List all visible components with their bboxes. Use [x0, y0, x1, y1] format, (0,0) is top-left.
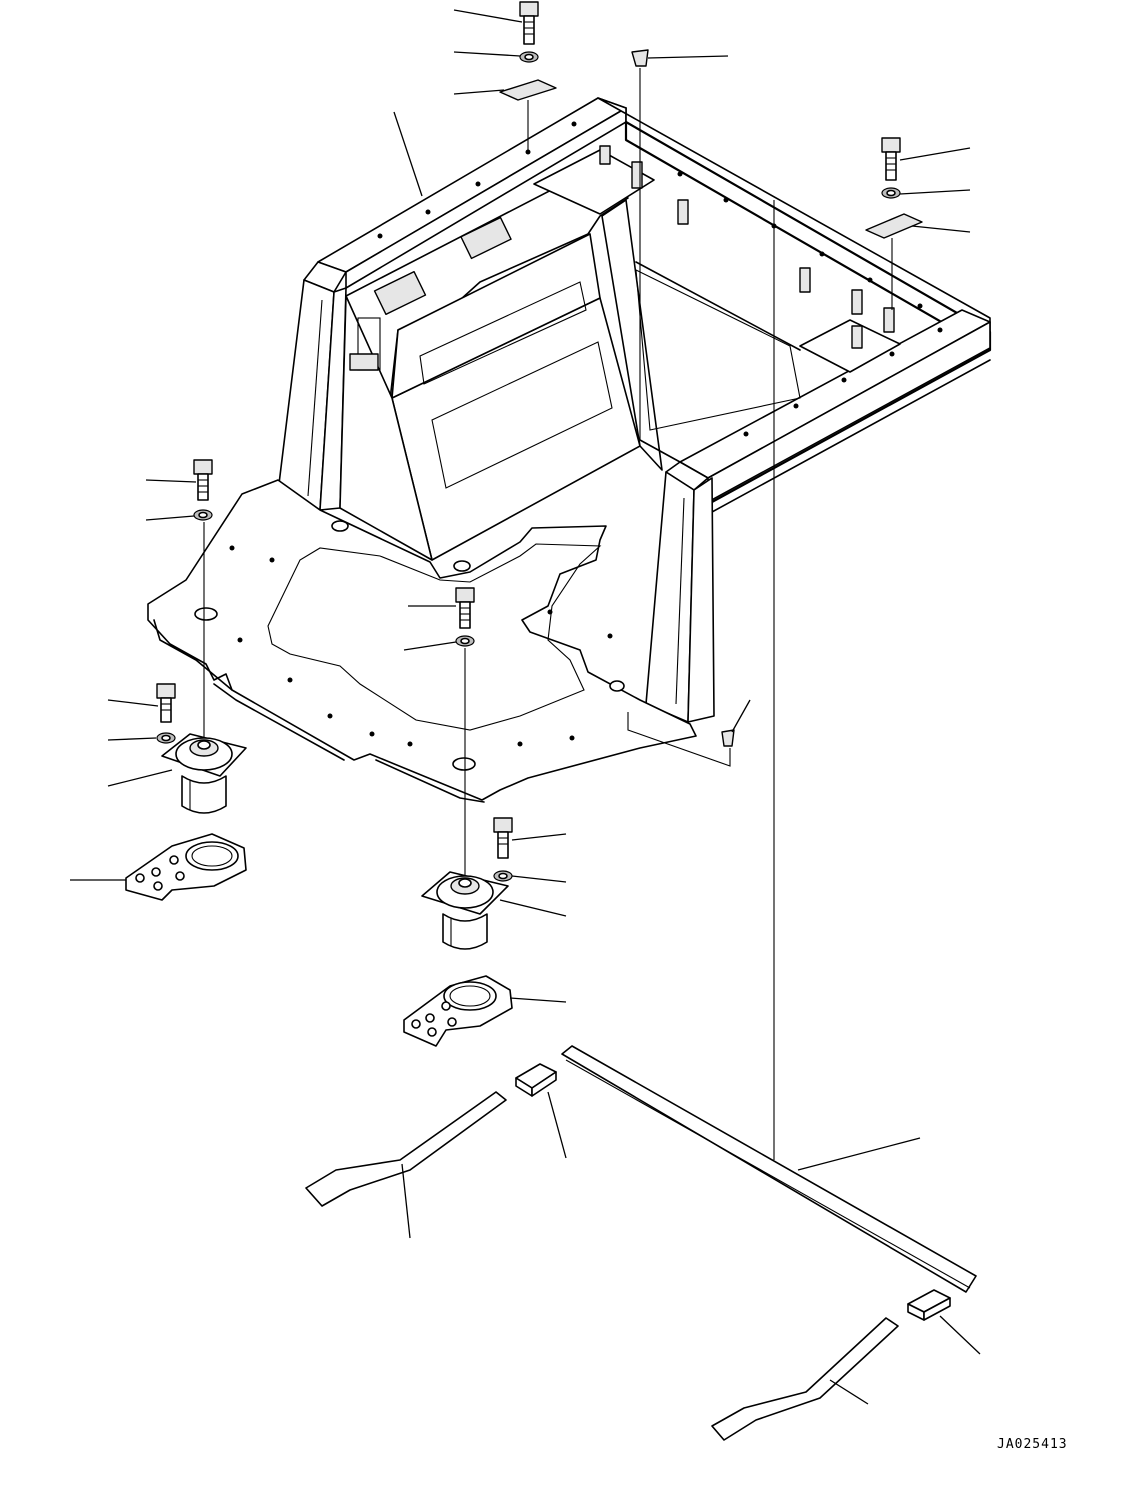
cab-frame-icon — [277, 97, 992, 723]
washer-icon — [493, 870, 513, 882]
mount-icon — [421, 871, 509, 950]
washer-icon — [156, 732, 176, 744]
bolt-icon — [493, 817, 513, 859]
washer-icon — [193, 509, 213, 521]
cushion-icon — [907, 1289, 951, 1321]
washer-icon — [455, 635, 475, 647]
plug-icon — [721, 729, 735, 747]
washer-icon — [519, 51, 539, 63]
bolt-icon — [156, 683, 176, 723]
cushion-icon — [561, 1045, 977, 1293]
bolt-icon — [193, 459, 213, 501]
bracket-icon — [403, 975, 513, 1047]
cushion-icon — [515, 1063, 557, 1097]
cushion-icon — [711, 1317, 899, 1441]
bracket-icon — [125, 833, 247, 901]
plate-icon — [865, 213, 923, 239]
bolt-icon — [881, 137, 901, 181]
floor-plate-icon — [147, 479, 697, 803]
leader-lines — [70, 9, 981, 1405]
bolt-icon — [455, 587, 475, 629]
drawing-number: JA025413 — [997, 1437, 1068, 1452]
plate-icon — [499, 79, 557, 101]
plug-icon — [631, 49, 649, 67]
cushion-icon — [305, 1091, 507, 1207]
washer-icon — [881, 187, 901, 199]
bolt-icon — [519, 1, 539, 45]
mount-icon — [161, 733, 247, 814]
